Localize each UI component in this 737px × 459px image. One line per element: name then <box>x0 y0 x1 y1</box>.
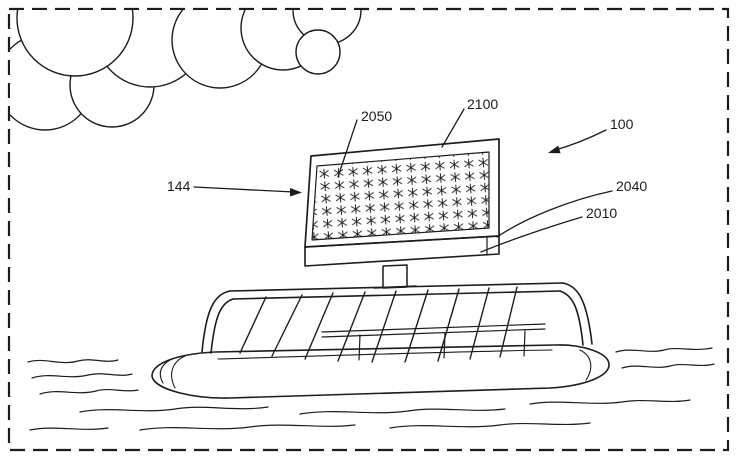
panel-mesh-area <box>311 151 490 241</box>
dashed-border <box>7 7 730 452</box>
arrowhead-144 <box>290 188 302 197</box>
water-lines <box>27 347 715 431</box>
leader-2050 <box>337 119 358 178</box>
boat-hull <box>151 344 610 399</box>
ref-label-2100: 2100 <box>467 96 498 112</box>
leader-144 <box>193 186 295 193</box>
ref-label-100: 100 <box>610 116 634 132</box>
support-rods <box>239 286 518 363</box>
ref-label-2040: 2040 <box>616 178 647 194</box>
ref-label-2010: 2010 <box>586 205 617 221</box>
reference-labels: 2050 2100 100 144 2040 2010 <box>167 96 647 221</box>
leader-2100 <box>441 108 465 148</box>
ref-label-144: 144 <box>167 178 191 194</box>
clouds <box>10 10 362 131</box>
leader-lines <box>193 108 613 253</box>
panel-base <box>304 235 500 267</box>
mount-pedestal <box>373 264 417 289</box>
mesh-panel <box>304 138 500 248</box>
leader-100 <box>551 129 607 152</box>
leader-2040 <box>496 190 613 238</box>
ref-label-2050: 2050 <box>361 108 392 124</box>
leader-2010 <box>480 216 583 253</box>
arrowhead-100 <box>548 145 561 154</box>
